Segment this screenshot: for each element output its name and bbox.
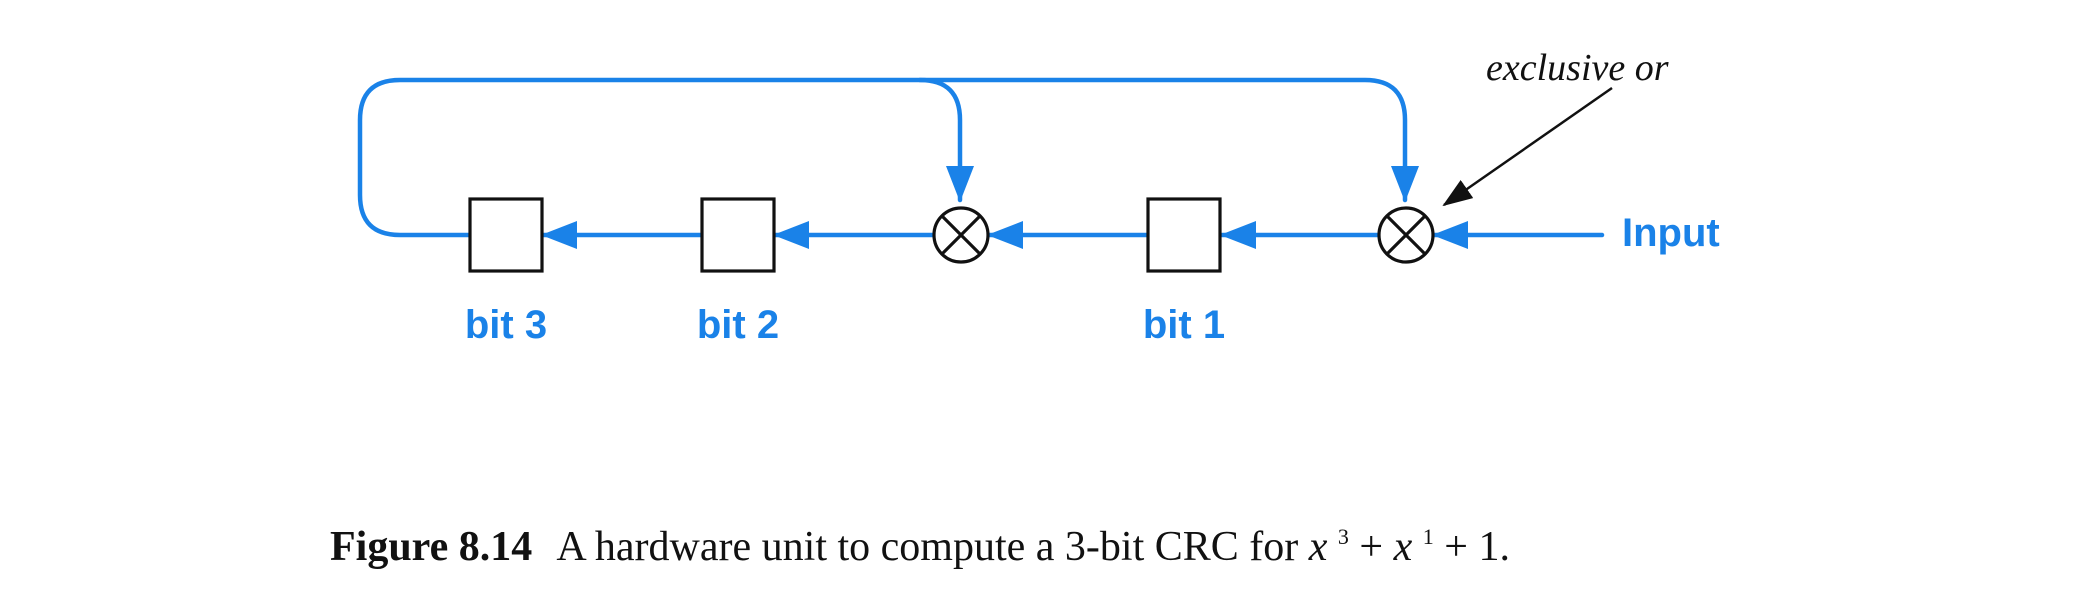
caption-tail: + 1. (1444, 524, 1510, 570)
register-bit2 (700, 197, 776, 273)
register-label-bit3: bit 3 (465, 303, 547, 347)
feedback-wire (357, 77, 1419, 238)
caption-term2-var: x (1393, 524, 1413, 570)
register-bit1 (1146, 197, 1222, 273)
figure-caption: Figure 8.14 A hardware unit to compute a… (330, 508, 1510, 570)
xor-annotation: exclusive or (1486, 47, 1669, 89)
annotation-arrow (1442, 86, 1613, 207)
caption-term1-var: x (1308, 524, 1328, 570)
register-label-bit2: bit 2 (697, 303, 779, 347)
register-label-bit1: bit 1 (1143, 303, 1225, 347)
feedback-branch-wire (917, 77, 974, 203)
register-bit3 (468, 197, 544, 273)
caption-term2-exp: 1 (1423, 524, 1434, 549)
caption-plus: + (1359, 524, 1393, 570)
xor-gate-right (1377, 206, 1435, 264)
figure-number: Figure 8.14 (330, 524, 532, 570)
input-label: Input (1622, 211, 1720, 255)
caption-text: A hardware unit to compute a 3-bit CRC f… (556, 524, 1308, 570)
xor-gate-middle (932, 206, 990, 264)
caption-term1-exp: 3 (1338, 524, 1349, 549)
